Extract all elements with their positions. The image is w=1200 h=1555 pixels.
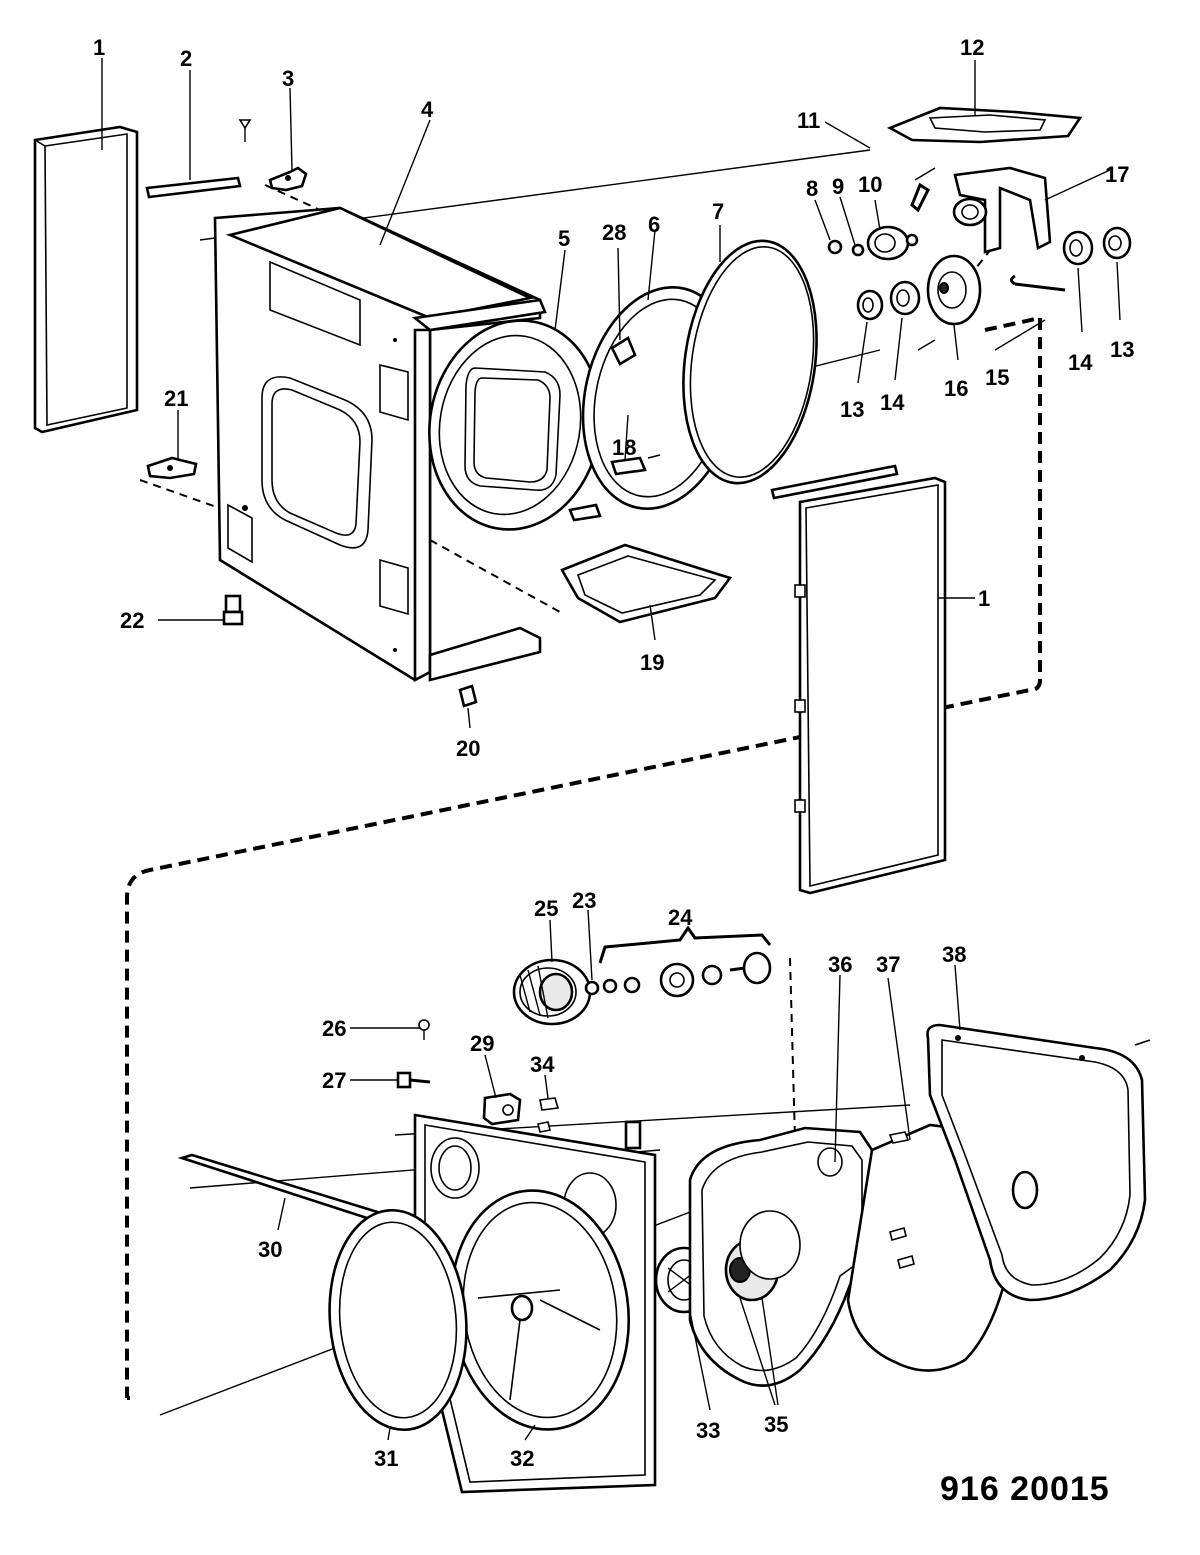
callout-19: 19 [640,650,664,675]
shaft-washers [584,976,641,996]
callout-12: 12 [960,35,984,60]
bearing-13-left [856,289,884,321]
drum-clip-upper [610,336,637,366]
callout-13a: 13 [840,397,864,422]
bearing-14-right [1062,230,1094,266]
hinge-dashed-line [264,184,321,211]
callout-16: 16 [944,376,968,401]
bearing-14-left [889,280,921,316]
bracket-dashed-line [429,539,561,613]
bolt-27 [396,1071,431,1089]
callout-29: 29 [470,1031,494,1056]
callout-28: 28 [602,220,626,245]
callout-1a: 1 [93,35,105,60]
door-seal-ring [328,1208,468,1432]
small-screw [537,1121,551,1133]
screw-lower-1 [888,1131,910,1144]
washer-8 [827,239,843,255]
door-catch [146,456,198,480]
callout-26: 26 [322,1016,346,1041]
callout-30: 30 [258,1237,282,1262]
door-frame-ring [428,319,602,531]
callout-2: 2 [180,46,192,71]
screw-top [238,119,252,142]
assembly-24-bracket [598,925,772,964]
callout-14a: 14 [880,390,905,415]
callout-6: 6 [648,212,660,237]
callout-24: 24 [668,905,693,930]
callout-13b: 13 [1110,337,1134,362]
screw-34 [539,1097,560,1111]
side-panel-left [33,125,139,434]
top-strip [145,176,242,199]
callout-25: 25 [534,896,558,921]
callout-3: 3 [282,66,294,91]
callout-17: 17 [1105,162,1129,187]
callout-10: 10 [858,172,882,197]
screw-lower-2 [889,1227,907,1241]
hinge-bracket [268,166,308,192]
callout-21: 21 [164,386,188,411]
shaft-dashed-line [789,957,796,1141]
catch-dashed-line [139,479,226,511]
rod-15 [1010,274,1066,292]
cabinet-frame [213,206,547,683]
pulley-wheel-16 [926,254,982,326]
adjustable-foot-bolt [222,594,244,626]
pulley-dashed-line [959,237,1001,289]
callout-labels: 1 2 3 4 5 28 6 7 8 9 10 11 12 17 13 14 1… [93,35,1134,1508]
callout-5: 5 [558,226,570,251]
callout-32: 32 [510,1446,534,1471]
drum-clip-lower [610,454,661,476]
callout-4: 4 [421,97,434,122]
callout-38: 38 [942,942,966,967]
hinge-block [482,1092,522,1126]
callout-14b: 14 [1068,350,1093,375]
bearing-13-right [1102,226,1132,260]
callout-7: 7 [712,199,724,224]
callout-8: 8 [806,176,818,201]
assembly-boundary-dashed-top [984,316,1041,332]
callout-20: 20 [456,736,480,761]
front-panel [413,1113,657,1494]
leader-lines [101,58,1121,1441]
pulley-bracket [952,166,1052,254]
callout-35: 35 [764,1412,788,1437]
screw-16 [917,339,936,351]
callout-31: 31 [374,1446,398,1471]
blower-fan-wheel [512,958,592,1026]
callout-37: 37 [876,952,900,977]
callout-22: 22 [120,608,144,633]
rear-shroud [926,1023,1151,1302]
screw-lower-3 [897,1255,915,1269]
document-code: 916 20015 [940,1470,1110,1508]
callout-18: 18 [612,435,636,460]
foot-pad [458,684,478,708]
callout-23: 23 [572,888,596,913]
screw-26 [418,1019,430,1040]
washer-9 [851,243,865,257]
lint-tray [560,543,733,624]
callout-27: 27 [322,1068,346,1093]
callout-15: 15 [985,365,1009,390]
callout-33: 33 [696,1418,720,1443]
shaft-bearing-assembly [659,951,772,998]
callout-9: 9 [832,174,844,199]
assembly-boundary-dashed-line [125,318,1042,1398]
callout-36: 36 [828,952,852,977]
side-panel-right [770,464,947,895]
blower-housing [688,1126,877,1387]
callout-1b: 1 [978,586,990,611]
bearing-10 [866,225,919,261]
drum-seal-ring [682,239,818,485]
switch-pad [624,1120,642,1150]
motor-mount-plate [886,106,1083,144]
callout-34: 34 [530,1052,555,1077]
tension-spring [910,167,936,213]
callout-11: 11 [797,108,820,133]
